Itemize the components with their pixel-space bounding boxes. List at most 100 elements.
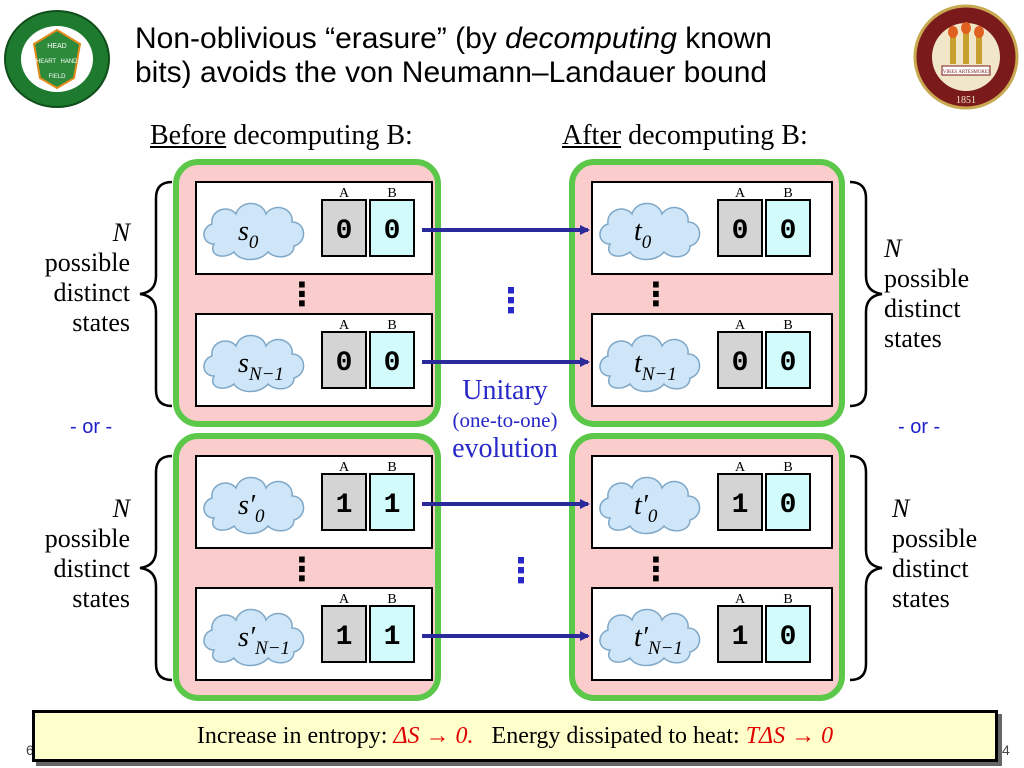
- left-brace-bottom: [139, 454, 173, 682]
- fsu-banner-artes: ARTES: [958, 70, 974, 75]
- right-state-label: t′0: [634, 490, 658, 527]
- right-label-top-l1: possible: [884, 264, 970, 293]
- bit-b-value: 0: [384, 348, 401, 379]
- state-symbol: t′: [634, 490, 649, 521]
- state-subscript: N−1: [641, 364, 677, 385]
- bit-a-box: [717, 473, 763, 531]
- bit-label-b: B: [783, 318, 792, 333]
- left-state-label: s0: [238, 216, 259, 253]
- bit-label-a: A: [735, 186, 746, 201]
- before-header: Before decomputing B:: [150, 120, 413, 152]
- bit-a-box: [321, 199, 367, 257]
- right-label-bottom-l1: possible: [892, 524, 978, 553]
- bit-label-a: A: [339, 592, 350, 607]
- dots-before-bottom: ⋮: [286, 550, 318, 588]
- bit-a-box: [717, 331, 763, 389]
- left-label-bottom-n: N: [112, 494, 130, 523]
- bit-b-box: [765, 199, 811, 257]
- right-label-bottom-l3: states: [892, 584, 950, 613]
- state-symbol: t: [634, 348, 643, 379]
- or-right: - or -: [898, 416, 941, 438]
- bit-b-value: 0: [780, 622, 797, 653]
- fsu-banner-mores: MORES: [973, 70, 990, 75]
- state-symbol: s′: [238, 622, 256, 653]
- bit-b-value: 0: [780, 490, 797, 521]
- famu-logo: HEAD HEART HAND FIELD: [4, 10, 110, 108]
- dots-after-top: ⋮: [640, 275, 672, 313]
- bit-a-value: 0: [732, 216, 749, 247]
- right-brace-top: [849, 180, 883, 408]
- right-label-top-l3: states: [884, 324, 942, 353]
- left-label-bottom-l2: distinct: [53, 554, 130, 583]
- before-header-underlined: Before: [150, 120, 227, 151]
- bit-a-box: [717, 605, 763, 663]
- bit-label-b: B: [783, 186, 792, 201]
- bit-a-box: [717, 199, 763, 257]
- dots-before-top: ⋮: [286, 275, 318, 313]
- right-label-top: N possible distinct states: [884, 234, 1014, 354]
- left-label-top-l2: distinct: [53, 278, 130, 307]
- title-line2: bits) avoids the von Neumann–Landauer bo…: [135, 56, 768, 89]
- right-state-label: tN−1: [634, 348, 677, 385]
- state-symbol: t′: [634, 622, 649, 653]
- right-label-bottom-n: N: [892, 494, 910, 523]
- slide-title: Non-oblivious “erasure” (by decomputing …: [135, 22, 895, 90]
- bit-b-box: [765, 331, 811, 389]
- state-symbol: t: [634, 216, 643, 247]
- right-label-bottom-l2: distinct: [892, 554, 969, 583]
- bit-a-value: 1: [732, 622, 749, 653]
- after-header-underlined: After: [562, 120, 622, 151]
- unitary-line3: evolution: [452, 433, 558, 464]
- fsu-seal: VIRES ARTES MORES 1851: [913, 4, 1019, 110]
- bit-label-b: B: [387, 186, 396, 201]
- famu-word-field: FIELD: [48, 74, 66, 80]
- bit-a-box: [321, 605, 367, 663]
- bit-b-value: 1: [384, 622, 401, 653]
- bit-a-box: [321, 473, 367, 531]
- state-subscript: N−1: [647, 638, 683, 659]
- left-label-bottom-l3: states: [72, 584, 130, 613]
- title-italic: decomputing: [505, 22, 677, 55]
- fsu-banner-vires: VIRES: [943, 70, 958, 75]
- left-label-top: N possible distinct states: [14, 218, 130, 338]
- bit-label-b: B: [783, 460, 792, 475]
- unitary-label: Unitary (one-to-one) evolution: [420, 375, 590, 465]
- left-label-bottom-l1: possible: [44, 524, 130, 553]
- state-symbol: s′: [238, 490, 256, 521]
- bit-a-value: 0: [336, 348, 353, 379]
- bit-b-value: 0: [780, 216, 797, 247]
- energy-t-delta-s: TΔS → 0: [745, 723, 834, 749]
- right-label-top-n: N: [884, 234, 902, 263]
- left-brace-top: [139, 180, 173, 408]
- bit-b-box: [369, 331, 415, 389]
- title-part2: known: [676, 22, 772, 55]
- bit-label-b: B: [387, 318, 396, 333]
- footer-left: 6: [26, 742, 34, 758]
- bit-label-a: A: [339, 460, 350, 475]
- left-label-top-l1: possible: [44, 248, 130, 277]
- bit-label-a: A: [339, 186, 350, 201]
- state-subscript: N−1: [248, 364, 284, 385]
- bit-b-box: [369, 199, 415, 257]
- left-label-top-n: N: [112, 218, 130, 247]
- dots-after-bottom: ⋮: [640, 550, 672, 588]
- bit-a-value: 1: [336, 622, 353, 653]
- unitary-line1: Unitary: [462, 375, 548, 406]
- dots-middle-bottom: ⋮: [504, 551, 538, 591]
- bit-b-box: [369, 605, 415, 663]
- bit-a-value: 0: [336, 216, 353, 247]
- or-left: - or -: [70, 416, 113, 438]
- state-subscript: 0: [255, 506, 265, 527]
- footer-right: 4: [1002, 742, 1010, 758]
- bit-a-value: 1: [732, 490, 749, 521]
- right-label-bottom: N possible distinct states: [892, 494, 1020, 614]
- before-header-rest: decomputing B:: [226, 120, 413, 151]
- left-label-bottom: N possible distinct states: [14, 494, 130, 614]
